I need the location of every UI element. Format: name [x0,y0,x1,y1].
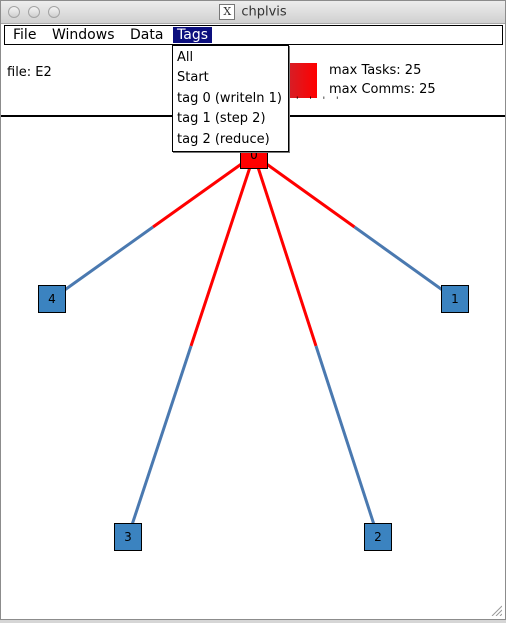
node-3[interactable]: 3 [114,523,142,551]
zoom-window-button[interactable] [48,6,60,18]
resize-grip-icon[interactable] [490,604,502,616]
node-2[interactable]: 2 [364,523,392,551]
close-window-button[interactable] [8,6,20,18]
tags-menu-item-tag1[interactable]: tag 1 (step 2) [177,111,266,126]
window-title-text: chplvis [241,4,287,20]
max-comms-label: max Comms: 25 [329,82,436,97]
node-1[interactable]: 1 [441,285,469,313]
color-scale-legend [290,63,317,98]
node-4[interactable]: 4 [38,285,66,313]
edge-0-4-near [152,153,255,229]
edge-0-2-near [252,154,318,347]
x11-app-icon: X [219,4,236,20]
tags-menu-item-start[interactable]: Start [177,70,209,85]
menu-windows[interactable]: Windows [52,27,115,43]
tags-menu-item-tag2[interactable]: tag 2 (reduce) [177,132,270,147]
edge-0-2-far [314,345,380,538]
graph-svg [51,153,456,538]
file-label: file: E2 [7,65,52,80]
tags-dropdown-menu: All Start tag 0 (writeln 1) tag 1 (step … [172,45,289,152]
legend-ticks: ' ' ' ' [296,96,343,106]
menu-bar: File Windows Data Tags [4,25,503,45]
edge-0-3-far [126,345,193,538]
menu-file[interactable]: File [13,27,37,43]
edge-0-1-near [253,153,356,229]
edge-0-1-far [353,225,456,301]
tags-menu-item-tag0[interactable]: tag 0 (writeln 1) [177,91,282,106]
edge-0-3-near [189,154,256,347]
menu-tags[interactable]: Tags [173,27,212,43]
tags-menu-item-all[interactable]: All [177,50,194,65]
graph-edges [51,153,456,538]
menu-data[interactable]: Data [130,27,164,43]
max-tasks-label: max Tasks: 25 [329,63,422,78]
edge-0-4-far [51,225,154,301]
minimize-window-button[interactable] [28,6,40,18]
